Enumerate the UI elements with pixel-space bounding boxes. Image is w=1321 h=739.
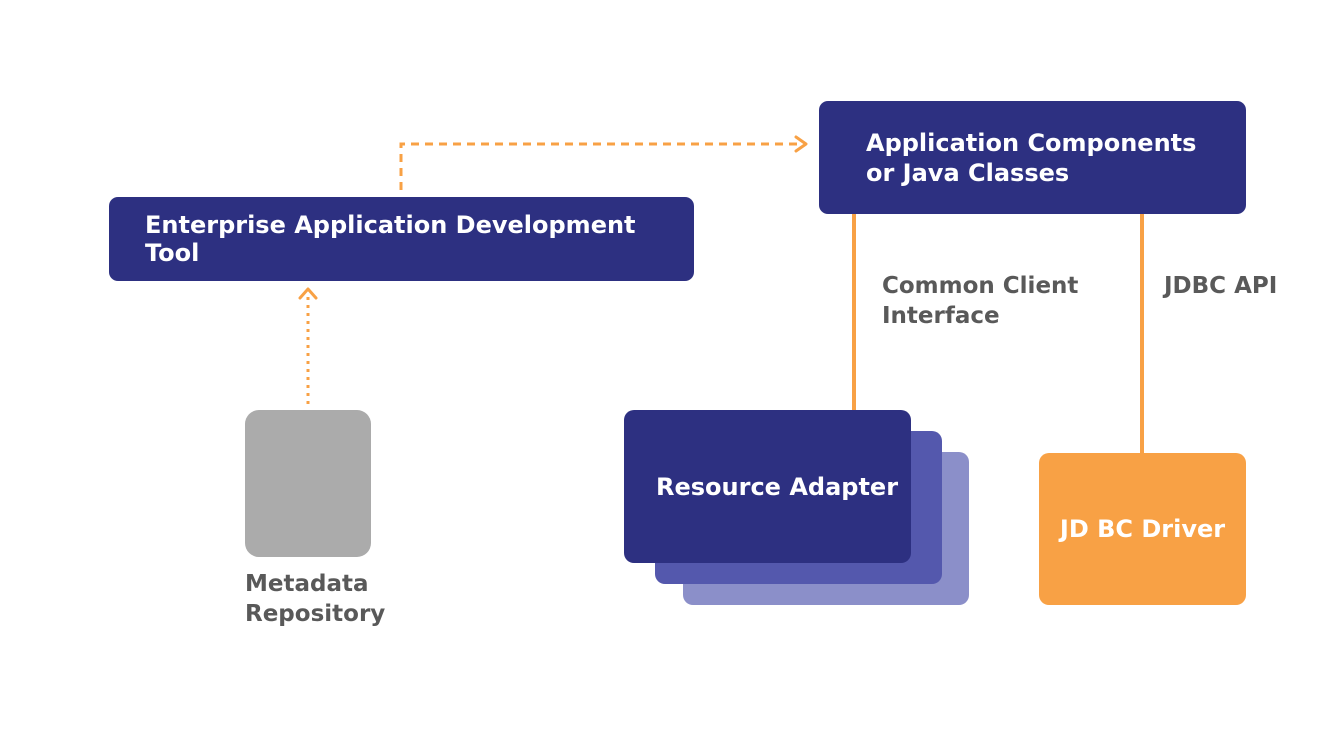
app-components-label-line2: or Java Classes	[866, 158, 1070, 187]
resource-adapter-node: Resource Adapter	[624, 410, 911, 563]
app-components-node: Application Components or Java Classes	[819, 101, 1246, 214]
dev-tool-to-app-components-arrow	[399, 142, 800, 190]
jdbc-driver-node: JD BC Driver	[1039, 453, 1246, 605]
arrowhead-right	[794, 135, 808, 153]
app-components-label-line1: Application Components	[866, 128, 1197, 157]
metadata-repository-label-line2: Repository	[245, 601, 386, 627]
cci-label-line2: Interface	[882, 303, 1000, 329]
jdbc-api-label: JDBC API	[1164, 271, 1277, 301]
jdbc-driver-label: JD BC Driver	[1059, 515, 1226, 543]
arrowhead-up	[298, 287, 318, 300]
metadata-repository-node	[245, 410, 371, 557]
metadata-repository-label-line1: Metadata	[245, 571, 369, 597]
common-client-interface-label: Common Client Interface	[882, 271, 1078, 331]
jdbc-api-label-text: JDBC API	[1164, 273, 1278, 299]
dev-tool-node: Enterprise Application Development Tool	[109, 197, 694, 281]
dev-tool-label: Enterprise Application Development Tool	[145, 211, 636, 267]
cci-label-line1: Common Client	[882, 273, 1079, 299]
metadata-repository-label: Metadata Repository	[245, 569, 385, 629]
resource-adapter-label: Resource Adapter	[656, 472, 899, 501]
